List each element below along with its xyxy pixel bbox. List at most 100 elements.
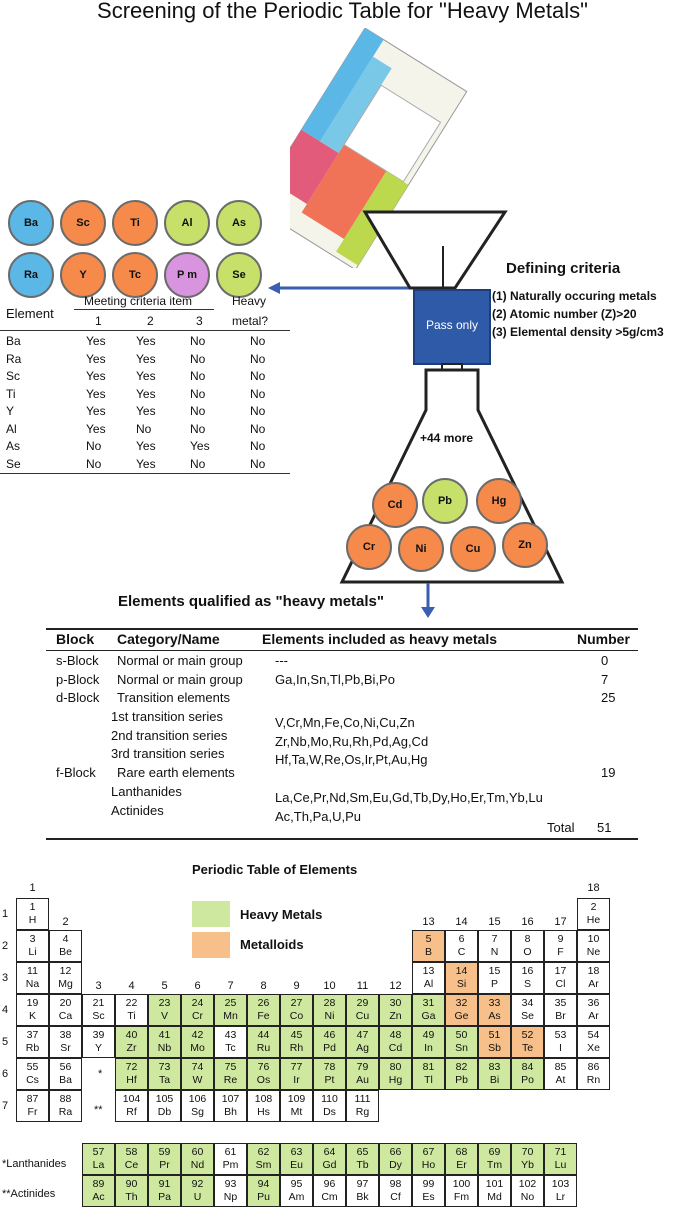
element-symbol: Cm — [321, 1191, 338, 1203]
atomic-number: 104 — [122, 1093, 141, 1105]
hm-cell-elems: Ac,Th,Pa,U,Pu — [275, 809, 361, 824]
atomic-number: 13 — [422, 965, 435, 977]
hm-cell-cat: Lanthanides — [111, 784, 182, 799]
atomic-number: 110 — [321, 1093, 338, 1105]
atomic-number: 102 — [518, 1178, 537, 1190]
element-circle: Se — [216, 252, 262, 298]
atomic-number: 82 — [455, 1061, 468, 1073]
atomic-number: 69 — [488, 1146, 501, 1158]
criteria-cell: No — [190, 369, 206, 383]
element-symbol: N — [490, 946, 499, 958]
element-symbol: Be — [59, 946, 72, 958]
element-symbol: Y — [94, 1042, 102, 1054]
more-count-label: +44 more — [420, 431, 474, 445]
atomic-number: 57 — [92, 1146, 105, 1158]
element-symbol: K — [28, 1010, 36, 1022]
atomic-number: 30 — [389, 997, 402, 1009]
tilted-periodic-table-graphic — [290, 28, 468, 268]
element-symbol: Cd — [388, 1042, 403, 1054]
group-label: 10 — [323, 980, 336, 992]
col-element-header: Element — [6, 306, 54, 321]
atomic-number: 75 — [224, 1061, 237, 1073]
element-symbol: Mt — [290, 1106, 303, 1118]
element-symbol: Gd — [322, 1159, 337, 1171]
group-label: 1 — [29, 882, 36, 894]
period-label: 7 — [2, 1100, 9, 1112]
col-heavy-header-1: Heavy — [232, 294, 267, 308]
criteria-cell: Yes — [136, 351, 156, 366]
atomic-number: 34 — [521, 997, 534, 1009]
hm-header-category: Category/Name — [117, 631, 220, 647]
criteria-cell: Yes — [86, 386, 106, 401]
atomic-number: 10 — [587, 933, 600, 945]
hm-cell-cat: Transition elements — [117, 690, 230, 705]
atomic-number: 68 — [455, 1146, 468, 1158]
atomic-number: 1 — [29, 901, 36, 913]
period-label: 6 — [2, 1068, 9, 1080]
criterion-3: (3) Elemental density >5g/cm3 — [492, 325, 664, 339]
criteria-cell: No — [190, 334, 206, 348]
element-symbol: Nd — [190, 1159, 205, 1171]
element-symbol: Sm — [255, 1159, 272, 1171]
element-symbol: Hs — [257, 1106, 270, 1118]
element-symbol: Re — [223, 1074, 238, 1086]
hm-cell-cat: Normal or main group — [117, 672, 243, 687]
element-symbol: In — [424, 1042, 433, 1054]
element-symbol: Ac — [92, 1191, 105, 1203]
element-symbol: Mg — [58, 978, 73, 990]
atomic-number: 15 — [488, 965, 501, 977]
element-symbol: Ar — [588, 1010, 599, 1022]
atomic-number: 65 — [356, 1146, 369, 1158]
atomic-number: 66 — [389, 1146, 402, 1158]
element-circle: Al — [164, 200, 210, 246]
group-label: 18 — [587, 882, 600, 894]
atomic-number: 31 — [422, 997, 435, 1009]
atomic-number: 36 — [587, 997, 600, 1009]
figure-title: Screening of the Periodic Table for "Hea… — [97, 0, 588, 23]
atomic-number: 100 — [452, 1178, 471, 1190]
atomic-number: 22 — [125, 997, 138, 1009]
element-circle: Cd — [372, 482, 418, 528]
element-symbol: Tb — [356, 1159, 369, 1171]
atomic-number: 45 — [290, 1029, 303, 1041]
criteria-cell: Yes — [136, 404, 156, 418]
atomic-number: 91 — [158, 1178, 171, 1190]
atomic-number: 76 — [257, 1061, 270, 1073]
atomic-number: 23 — [158, 997, 171, 1009]
atomic-number: 111 — [354, 1093, 371, 1105]
element-circle: As — [216, 200, 262, 246]
legend-heavy-swatch — [192, 901, 230, 927]
atomic-number: 24 — [191, 997, 204, 1009]
group-label: 7 — [227, 980, 234, 992]
atomic-number: 96 — [323, 1178, 336, 1190]
element-symbol: Pb — [455, 1074, 468, 1086]
atomic-number: 74 — [191, 1061, 204, 1073]
